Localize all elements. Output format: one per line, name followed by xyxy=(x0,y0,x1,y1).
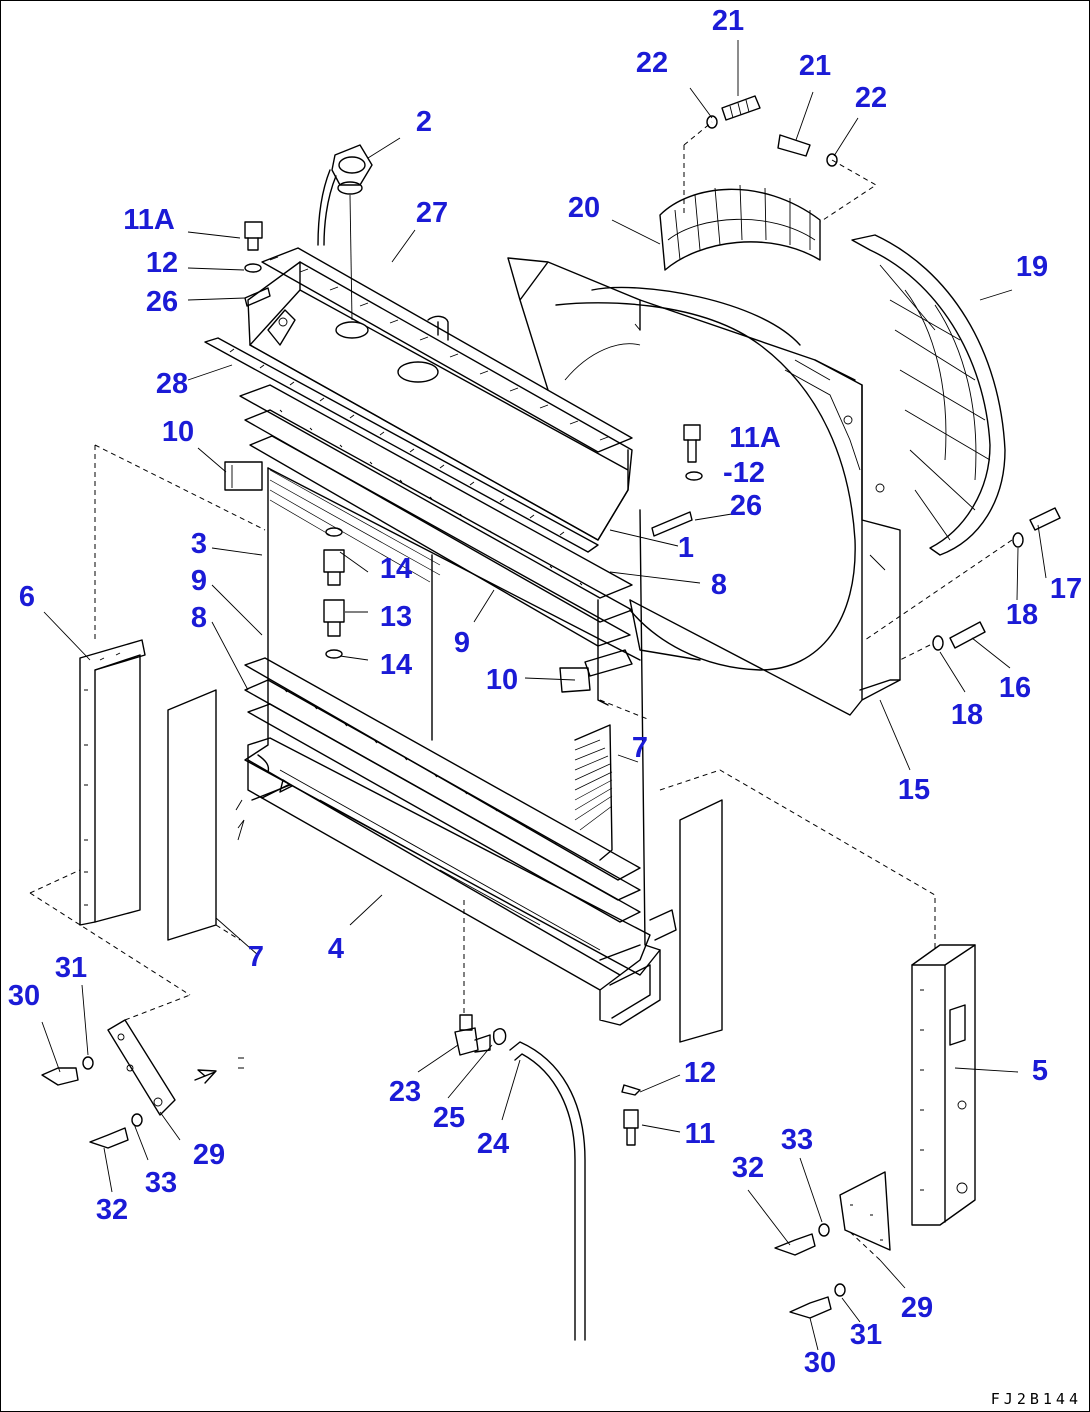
right-mount-bracket xyxy=(774,1171,891,1319)
center-bolts xyxy=(323,527,345,659)
top-bolts xyxy=(244,221,703,481)
callout-1: 1 xyxy=(678,532,694,564)
callout-7-left: 7 xyxy=(248,941,264,973)
filler-cap xyxy=(317,144,373,321)
fan-net xyxy=(851,234,1006,556)
shroud-bolts xyxy=(864,507,1061,661)
callout-2: 2 xyxy=(416,106,432,138)
drawing-code: FJ2B144 xyxy=(991,1390,1082,1408)
radiator-core xyxy=(244,467,661,976)
callout-33-left: 33 xyxy=(145,1167,177,1199)
callout-3: 3 xyxy=(191,528,207,560)
drain-clamp xyxy=(492,1028,507,1046)
callout-4: 4 xyxy=(328,933,344,965)
radiator-upper-tank xyxy=(247,261,633,541)
callout-11a-left: 11A xyxy=(123,204,175,236)
callout-12-left: 12 xyxy=(146,247,178,279)
callout-8-left: 8 xyxy=(191,602,207,634)
drain-hose xyxy=(509,1041,586,1341)
callout-10-center: 10 xyxy=(486,664,518,696)
upper-plates xyxy=(239,384,633,706)
drain-arrow xyxy=(235,779,293,841)
callout-6: 6 xyxy=(19,581,35,613)
leader-lines xyxy=(41,40,1047,1351)
callout-15: 15 xyxy=(898,774,930,806)
callout-17: 17 xyxy=(1050,573,1082,605)
callout-29-right: 29 xyxy=(901,1292,933,1324)
callout-14-lower: 14 xyxy=(380,649,412,681)
callouts: 21 22 21 22 2 27 20 19 11A 12 26 28 10 1… xyxy=(8,5,1082,1379)
callout-20: 20 xyxy=(568,192,600,224)
radiator-lower-tank xyxy=(247,737,677,1026)
fan-guard xyxy=(659,184,821,271)
callout-21a: 21 xyxy=(712,5,744,37)
callout-19: 19 xyxy=(1016,251,1048,283)
callout-30-left: 30 xyxy=(8,980,40,1012)
callout-7-center: 7 xyxy=(632,732,648,764)
brackets xyxy=(224,461,263,491)
callout-11a-right: 11A xyxy=(729,422,781,454)
callout-12-bottom: 12 xyxy=(684,1057,716,1089)
drain-valve xyxy=(454,900,491,1056)
callout-13: 13 xyxy=(380,601,412,633)
top-gaskets xyxy=(204,247,693,553)
callout-22b: 22 xyxy=(855,82,887,114)
callout-28: 28 xyxy=(156,368,188,400)
left-cover xyxy=(29,689,241,996)
callout-31-right: 31 xyxy=(850,1319,882,1351)
callout-30-right: 30 xyxy=(804,1347,836,1379)
left-mount-bracket xyxy=(41,994,244,1149)
lower-plates xyxy=(244,657,641,923)
left-side-frame xyxy=(79,444,266,926)
callout-25: 25 xyxy=(433,1102,465,1134)
callout-26-right: 26 xyxy=(730,490,762,522)
callout-9-left: 9 xyxy=(191,565,207,597)
callout-12-right: -12 xyxy=(723,457,765,489)
fan-guard-bolts xyxy=(683,95,877,223)
callout-18-lower: 18 xyxy=(951,699,983,731)
right-side-frame xyxy=(911,944,976,1226)
callout-9-center: 9 xyxy=(454,627,470,659)
callout-11-bottom: 11 xyxy=(685,1118,716,1150)
callout-21b: 21 xyxy=(799,50,831,82)
right-cover xyxy=(599,699,936,1043)
callout-14-upper: 14 xyxy=(380,553,412,585)
callout-32-left: 32 xyxy=(96,1194,128,1226)
callout-32-right: 32 xyxy=(732,1152,764,1184)
callout-26-left: 26 xyxy=(146,286,178,318)
fan-shroud xyxy=(507,257,901,716)
callout-31-left: 31 xyxy=(55,952,87,984)
callout-22a: 22 xyxy=(636,47,668,79)
callout-33-right: 33 xyxy=(781,1124,813,1156)
callout-16: 16 xyxy=(999,672,1031,704)
lower-bolt xyxy=(621,1084,641,1146)
callout-27: 27 xyxy=(416,197,448,229)
callout-29-left: 29 xyxy=(193,1139,225,1171)
callout-18-upper: 18 xyxy=(1006,599,1038,631)
callout-10-left: 10 xyxy=(162,416,194,448)
callout-23: 23 xyxy=(389,1076,421,1108)
callout-5: 5 xyxy=(1032,1055,1048,1087)
callout-24: 24 xyxy=(477,1128,509,1160)
callout-8-right: 8 xyxy=(711,569,727,601)
